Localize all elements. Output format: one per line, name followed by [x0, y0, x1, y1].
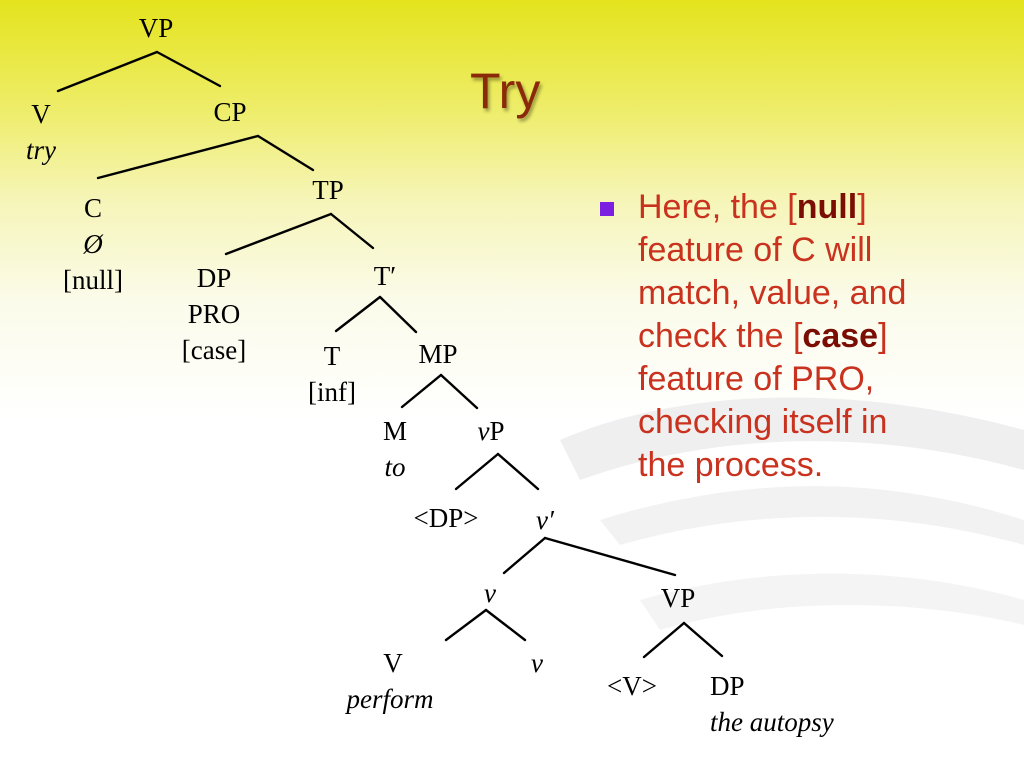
case-bold: case	[802, 317, 879, 355]
word-to: to	[384, 452, 406, 482]
node-small-vp: vP	[477, 416, 505, 446]
null-symbol: Ø	[83, 229, 103, 259]
node-m: M to	[372, 413, 418, 485]
branch-tp-tbar	[329, 212, 375, 250]
branch-v-v	[484, 608, 527, 642]
node-v-bar: v′	[536, 505, 554, 535]
word-try: try	[26, 135, 56, 165]
word-perform: perform	[346, 684, 434, 714]
node-dp-trace: <DP>	[413, 503, 479, 533]
branch-vp-vbar	[496, 452, 540, 491]
branch-vp-cp	[155, 50, 222, 88]
node-cp: CP	[213, 97, 247, 127]
branch-cp-tp	[256, 134, 315, 172]
branch-tp-dp	[224, 212, 333, 256]
branch-vp-dp	[454, 452, 500, 491]
word-the-autopsy: the autopsy	[710, 707, 834, 737]
node-t: T [inf]	[296, 338, 368, 410]
branch-tbar-t	[334, 295, 382, 333]
node-v-small: v	[484, 578, 496, 608]
branch-vbar-vp	[543, 536, 677, 577]
bullet-text: Here, the [null] feature of C will match…	[638, 188, 907, 484]
branch-mp-vp	[439, 373, 479, 410]
null-feature: [null]	[63, 265, 123, 295]
square-bullet-icon	[600, 202, 614, 216]
null-bold: null	[796, 188, 858, 226]
case-feature: [case]	[181, 335, 247, 365]
branch-vp-v	[56, 50, 159, 93]
branch-mp-m	[400, 373, 443, 409]
inf-feature: [inf]	[308, 377, 356, 407]
slide-title: Try	[470, 63, 541, 119]
node-dp-pro: DP PRO [case]	[168, 260, 260, 368]
node-mp: MP	[418, 339, 458, 369]
node-tp: TP	[312, 175, 344, 205]
node-vp-low: VP	[660, 583, 696, 613]
branch-cp-c	[96, 134, 260, 180]
pro-label: PRO	[187, 299, 241, 329]
branch-vplow-v	[642, 621, 686, 659]
node-c: C Ø [null]	[50, 190, 136, 298]
node-t-bar: T′	[373, 261, 397, 291]
node-dp-obj: DP the autopsy	[710, 668, 880, 740]
branch-tbar-mp	[378, 295, 418, 334]
branch-v-V	[444, 608, 488, 642]
node-vp-top: VP	[138, 13, 174, 43]
node-v-inner-small: v	[531, 648, 543, 678]
node-v-top: V try	[14, 96, 68, 168]
node-v-inner: V perform	[330, 645, 450, 717]
node-v-trace: <V>	[607, 671, 657, 701]
branch-vplow-dp	[682, 621, 724, 658]
branch-vbar-v	[502, 536, 547, 575]
